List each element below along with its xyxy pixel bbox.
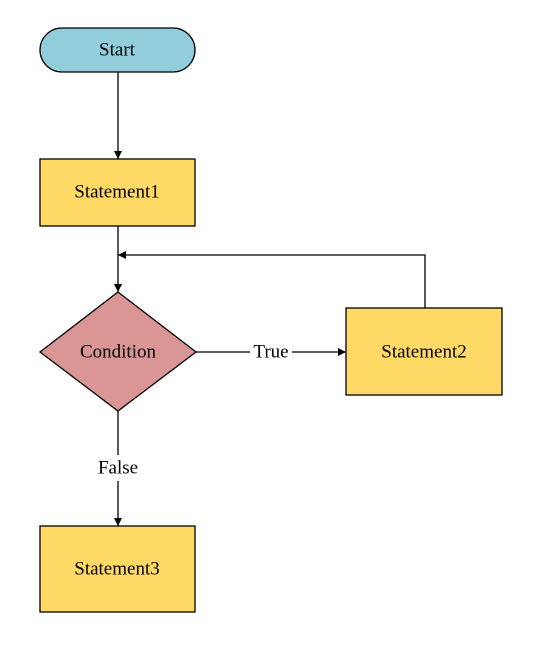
statement3-label: Statement3 <box>74 559 159 580</box>
statement2-process-shape <box>345 307 503 396</box>
node-statement3: Statement3 <box>39 525 196 613</box>
node-condition: Condition <box>38 291 198 412</box>
statement2-label: Statement2 <box>381 342 466 363</box>
edge-label-false: False <box>98 458 138 479</box>
start-terminator-shape <box>39 27 196 73</box>
edges-group <box>114 72 426 526</box>
node-statement1: Statement1 <box>39 158 196 227</box>
statement3-process-shape <box>39 525 196 613</box>
condition-decision-shape <box>38 291 198 412</box>
node-statement2: Statement2 <box>345 307 503 396</box>
condition-label: Condition <box>80 342 157 363</box>
start-label: Start <box>99 40 136 61</box>
true-label-background <box>250 340 292 364</box>
false-label-background <box>92 455 144 481</box>
statement1-process-shape <box>39 158 196 227</box>
edge-statement2-loop-back <box>118 251 426 308</box>
node-start: Start <box>39 27 196 73</box>
edge-label-true: True <box>253 342 288 363</box>
edge-labels-group: True False <box>92 340 292 481</box>
statement1-label: Statement1 <box>74 182 159 203</box>
